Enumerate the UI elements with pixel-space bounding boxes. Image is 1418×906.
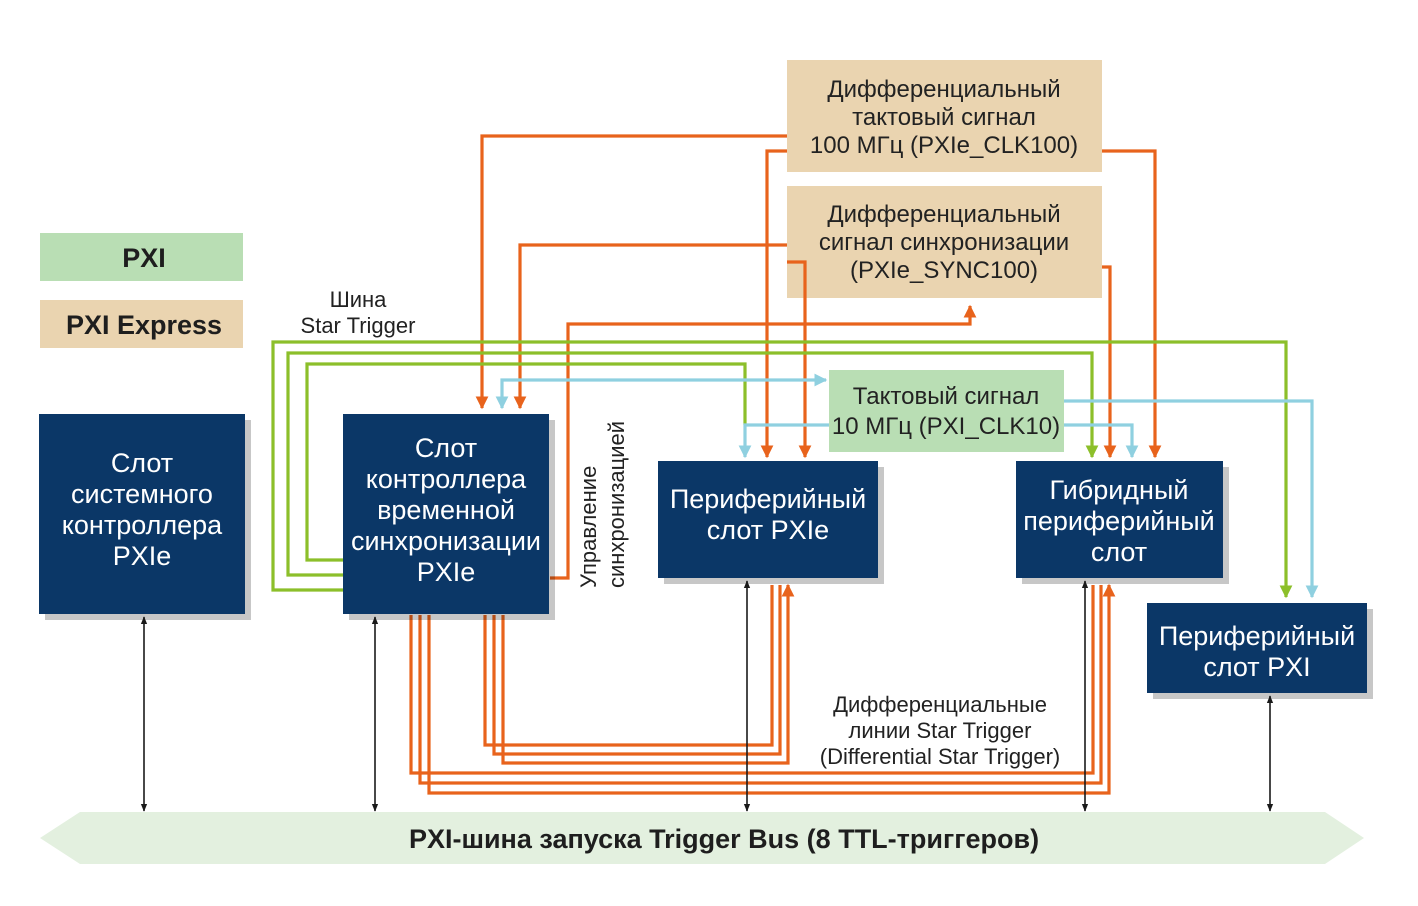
clk10-text-line: Тактовый сигнал bbox=[853, 383, 1040, 410]
clk10-routes bbox=[495, 373, 1319, 599]
trigger-bus: PXI-шина запуска Trigger Bus (8 TTL-триг… bbox=[40, 812, 1364, 864]
sync100-text-line: Дифференциальный bbox=[827, 201, 1060, 228]
legend-pxi-express-swatch bbox=[40, 300, 243, 348]
hybrid-peripheral-slot bbox=[1016, 461, 1223, 578]
sync-control-label-line: синхронизацией bbox=[604, 421, 629, 588]
clk100-text-line: Дифференциальный bbox=[827, 76, 1060, 103]
clk10-text-line: 10 МГц (PXI_CLK10) bbox=[832, 413, 1060, 440]
legend-pxi-express-label: PXI Express bbox=[66, 310, 222, 340]
trigger-bus-connections bbox=[140, 580, 1274, 812]
clk100-text-line: 100 МГц (PXIe_CLK100) bbox=[810, 132, 1078, 159]
sync-control-label-line: Управление bbox=[576, 466, 601, 588]
sync100-block bbox=[787, 186, 1102, 298]
pxie-peripheral-slot bbox=[658, 461, 878, 578]
pxie-peripheral-text-line: Периферийный bbox=[670, 484, 866, 514]
star-trigger-bus-label-line: Star Trigger bbox=[301, 313, 416, 338]
diff-star-trigger-label-line: линии Star Trigger bbox=[849, 718, 1032, 743]
timing-controller-text-line: синхронизации bbox=[351, 526, 541, 556]
system-controller-text-line: системного bbox=[71, 479, 213, 509]
legend: PXI PXI Express bbox=[40, 233, 243, 348]
clk100-text-line: тактовый сигнал bbox=[852, 104, 1036, 131]
timing-controller-text-line: PXIe bbox=[417, 557, 476, 587]
differential-star-trigger-routes bbox=[409, 583, 1116, 795]
timing-controller-text-line: Слот bbox=[415, 433, 477, 463]
hybrid-peripheral-text-line: периферийный bbox=[1023, 506, 1215, 536]
sync100-text-line: (PXIe_SYNC100) bbox=[850, 257, 1038, 284]
timing-controller-text-line: временной bbox=[377, 495, 515, 525]
system-controller-text-line: PXIe bbox=[113, 541, 172, 571]
diff-star-trigger-label-line: Дифференциальные bbox=[833, 692, 1047, 717]
pxi-peripheral-text-line: слот PXI bbox=[1203, 652, 1310, 682]
timing-controller-slot bbox=[343, 414, 549, 614]
timing-controller-text-line: контроллера bbox=[366, 464, 527, 494]
diff-star-trigger-label-line: (Differential Star Trigger) bbox=[820, 744, 1060, 769]
hybrid-peripheral-text-line: Гибридный bbox=[1050, 475, 1189, 505]
legend-pxi-swatch bbox=[40, 233, 243, 281]
pxie-peripheral-text-line: слот PXIe bbox=[707, 515, 829, 545]
pxi-peripheral-text-line: Периферийный bbox=[1159, 621, 1355, 651]
hybrid-peripheral-text-line: слот bbox=[1091, 537, 1147, 567]
sync100-text-line: сигнал синхронизации bbox=[819, 229, 1069, 256]
system-controller-text-line: Слот bbox=[111, 448, 173, 478]
system-controller-slot bbox=[39, 414, 245, 614]
clk10-block bbox=[829, 370, 1064, 452]
legend-pxi-label: PXI bbox=[122, 243, 166, 273]
pxi-peripheral-slot bbox=[1147, 603, 1367, 693]
star-trigger-bus-label-line: Шина bbox=[330, 287, 388, 312]
trigger-bus-label: PXI-шина запуска Trigger Bus (8 TTL-триг… bbox=[409, 824, 1039, 854]
clk100-block bbox=[787, 60, 1102, 172]
system-controller-text-line: контроллера bbox=[62, 510, 223, 540]
clk10-text: Тактовый сигнал 10 МГц (PXI_CLK10) bbox=[832, 383, 1060, 440]
